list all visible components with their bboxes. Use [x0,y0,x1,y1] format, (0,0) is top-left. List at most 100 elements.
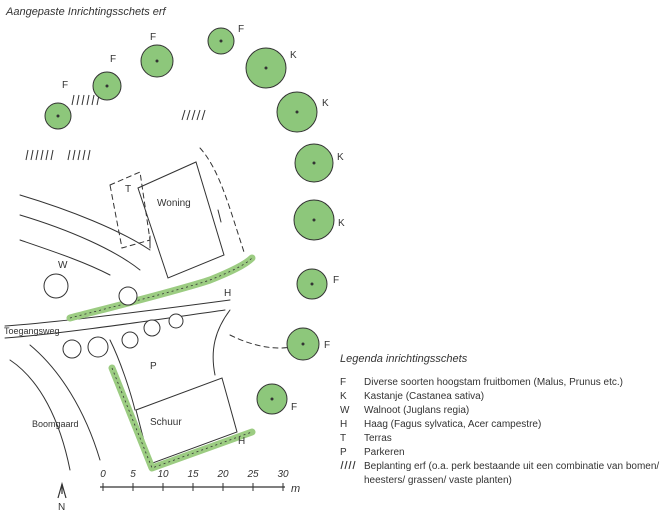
woning-building [137,161,225,279]
north-arrow [57,481,67,499]
hedge-house [66,254,256,322]
legend-key: H [340,419,348,430]
hatch-mark [81,94,85,106]
shrub [43,273,69,299]
hatch-mark [87,149,91,161]
scale-tick-label: 25 [246,469,259,480]
legend-description: Parkeren [364,447,405,458]
woning-label: Woning [157,198,191,209]
field-line [9,359,71,471]
legend-item: P Parkeren [340,446,660,460]
fruit-tree-label: F [291,402,297,413]
hatch-mark [67,149,71,161]
hatch-mark [76,94,80,106]
legend-item: F Diverse soorten hoogstam fruitbomen (Ma… [340,376,660,390]
scale-tick-label: 10 [157,469,169,480]
shrub [118,286,138,306]
kastanje-tree-label: K [322,98,329,109]
haag-label: H [224,288,231,299]
legend-key: P [340,447,347,458]
scale-tick-label: 20 [216,469,229,480]
kastanje-tree-label: K [337,152,344,163]
hatch-mark [30,149,34,161]
legend-description: Diverse soorten hoogstam fruitbomen (Mal… [364,377,623,388]
legend-key: T [340,433,347,444]
road-line [4,299,231,327]
hatch-mark [71,94,75,106]
walnoot-label: W [58,260,68,271]
tree-trunk [312,161,316,165]
fruit-tree-label: F [324,340,330,351]
arrow-line [217,209,222,223]
hatch-mark [77,149,81,161]
hedge-barn-edge [111,367,253,469]
hatch-mark [191,109,196,121]
shrub-group [43,273,184,359]
field-line [19,214,141,271]
fruit-tree-label: F [333,275,339,286]
hatch-mark [86,94,90,106]
map-title: Aangepaste Inrichtingsschets erf [6,6,166,18]
scale-ticks: 0 5 10 15 20 25 30 [100,469,289,491]
hatch-mark [196,109,201,121]
legend-description: Terras [364,433,392,444]
legend-description: Kastanje (Castanea sativa) [364,391,485,402]
scale-tick-label: 30 [277,469,289,480]
drive-line [109,339,136,411]
toegangsweg-label: Toegangsweg [4,326,60,336]
haag-label: H [238,436,245,447]
scale-tick-label: 15 [187,469,199,480]
terras-label: T [125,184,131,195]
parkeren-label: P [150,361,157,372]
tree-trunk [301,342,305,346]
hatch-mark [82,149,86,161]
shrub [168,313,184,329]
legend-item: T Terras [340,432,660,446]
fruit-tree-label: F [238,24,244,35]
hedge-barn [108,364,256,472]
hatch-symbol-icon [340,460,356,470]
kastanje-tree-label: K [290,50,297,61]
hatch-mark [35,149,39,161]
hatch-mark [91,94,95,106]
fruit-tree-label: F [110,54,116,65]
schuur-label: Schuur [150,417,182,428]
tree-trunk [56,114,60,118]
boomgaard-label: Boomgaard [32,419,79,429]
scale-unit: m [291,483,300,495]
scale-tick-label: 0 [100,469,106,480]
fruit-tree-label: F [150,32,156,43]
tree-trunk [105,84,109,88]
field-line [19,194,151,251]
scale-tick-label: 5 [130,469,136,480]
hatch-mark [25,149,29,161]
legend-description: Haag (Fagus sylvatica, Acer campestre) [364,419,542,430]
shrub [87,336,109,358]
legend-key [340,460,364,488]
hatch-mark [50,149,54,161]
hatch-mark [201,109,206,121]
legend-item: H Haag (Fagus sylvatica, Acer campestre) [340,418,660,432]
tree-trunk [155,59,159,63]
hatch-mark [45,149,49,161]
hatch-mark [181,109,186,121]
legend-key: F [340,377,347,388]
legend-key: W [340,405,350,416]
field-line [29,344,101,461]
shrub [143,319,161,337]
legend: F Diverse soorten hoogstam fruitbomen (Ma… [340,376,660,488]
north-label: N [58,502,65,513]
hedge-group [66,254,256,472]
fruit-tree-label: F [62,80,68,91]
field-line [19,239,111,276]
hatch-mark [40,149,44,161]
shrub [121,331,139,349]
hatch-mark [72,149,76,161]
tree-trunk [310,282,314,286]
shrub [62,339,82,359]
legend-description: Beplanting erf (o.a. perk bestaande uit … [364,461,660,486]
